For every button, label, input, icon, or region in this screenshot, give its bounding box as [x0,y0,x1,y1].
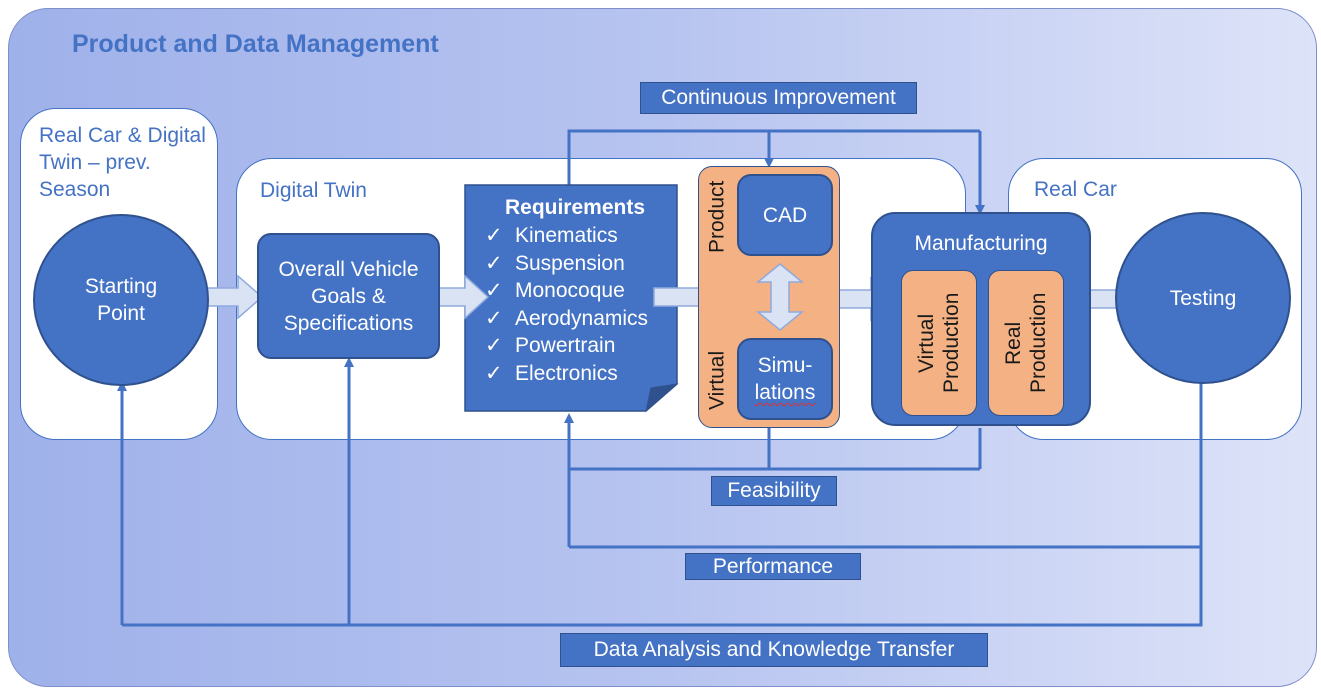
vehicle-goals-node: Overall Vehicle Goals & Specifications [257,233,440,359]
data-analysis-line [122,547,1203,627]
simulations-label-2: lations [754,381,816,404]
testing-node: Testing [1115,212,1291,384]
requirement-item: ✓Monocoque [485,277,648,305]
check-icon: ✓ [485,306,503,330]
requirements-fold-corner [645,383,679,413]
virtual-production-label: Virtual Production [915,292,963,394]
vehicle-goals-label: Overall Vehicle Goals & Specifications [278,257,419,335]
simulations-node: Simu- lations [737,338,833,420]
panel-prev-season-label: Real Car & Digital Twin – prev. Season [39,124,206,201]
testing-label: Testing [1169,286,1237,310]
cad-label: CAD [762,203,808,227]
starting-point-node: Starting Point [33,214,209,386]
feasibility-line [569,428,771,471]
diagram-title: Product and Data Management [72,30,439,58]
continuous-improvement-line [567,129,980,190]
simulations-label-1: Simu- [757,354,813,377]
real-production-label: Real Production [1002,292,1050,394]
performance-label: Performance [685,553,861,580]
starting-point-label: Starting Point [84,275,158,325]
requirement-item: ✓Kinematics [485,222,648,250]
panel-digital-twin-label: Digital Twin [260,179,367,202]
data-analysis-label: Data Analysis and Knowledge Transfer [560,633,988,667]
manufacturing-label: Manufacturing [914,232,1048,255]
check-icon: ✓ [485,334,503,357]
requirement-item: ✓Powertrain [485,332,648,360]
cad-node: CAD [737,174,833,256]
check-icon: ✓ [485,224,503,247]
check-icon: ✓ [485,251,503,275]
requirement-item: ✓Aerodynamics [485,305,648,333]
continuous-improvement-label: Continuous Improvement [640,82,917,114]
real-production-node: Real Production [988,270,1064,416]
virtual-label: Virtual [705,350,729,410]
product-label: Product [705,180,729,254]
check-icon: ✓ [485,279,503,302]
bidirectional-arrow-icon [755,263,805,331]
requirement-item: ✓Suspension [485,250,648,278]
feasibility-label: Feasibility [711,476,837,506]
requirements-list: ✓Kinematics ✓Suspension ✓Monocoque ✓Aero… [485,222,648,387]
requirements-heading: Requirements [504,196,646,219]
virtual-production-node: Virtual Production [901,270,977,416]
requirement-item: ✓Electronics [485,360,648,388]
check-icon: ✓ [485,361,503,385]
panel-real-car-label: Real Car [1034,178,1117,201]
